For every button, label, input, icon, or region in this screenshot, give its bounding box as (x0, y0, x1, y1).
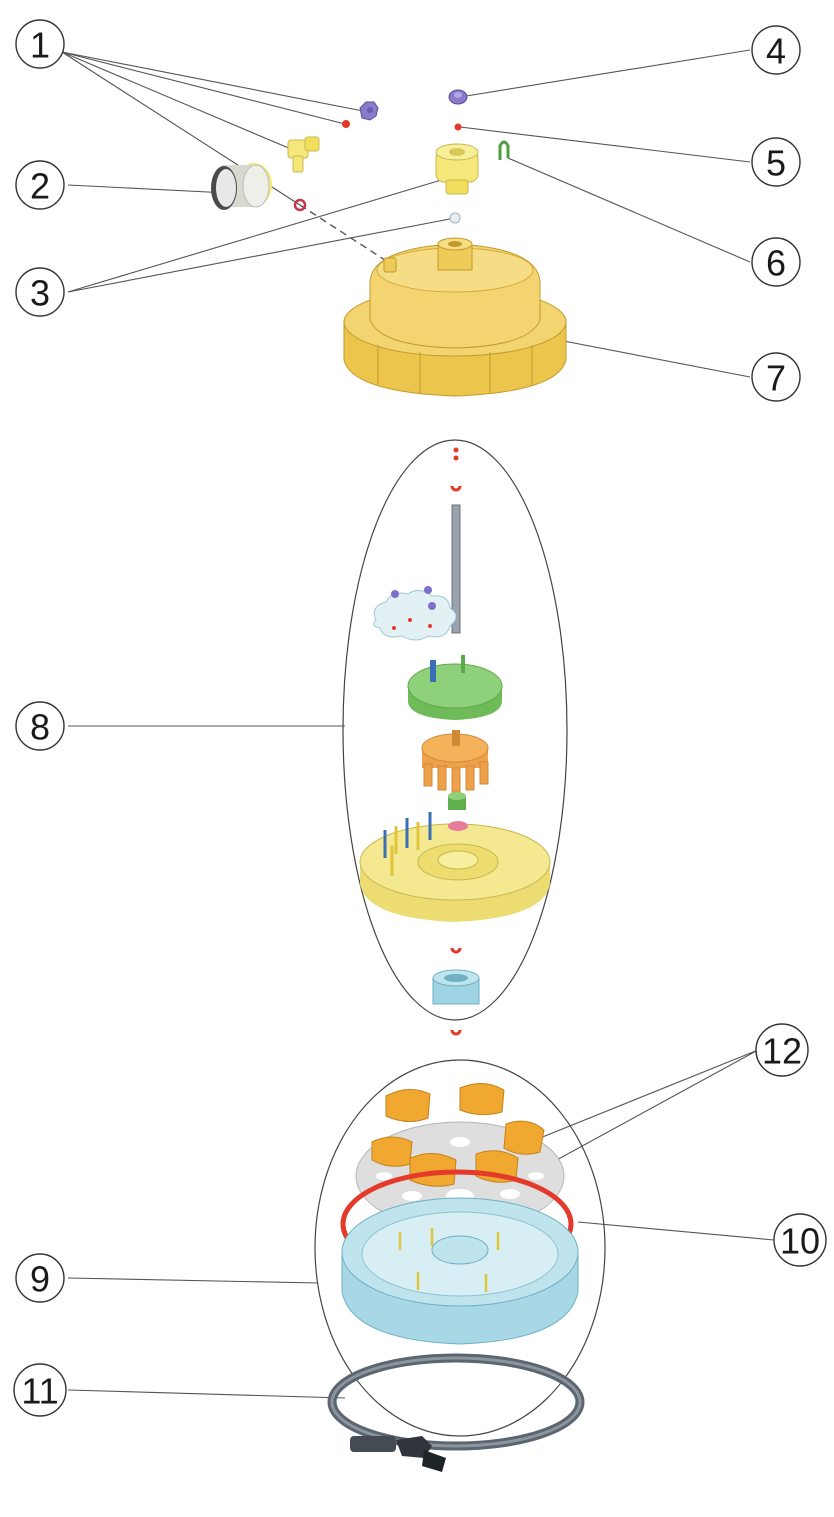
callout-11: 11 (13, 1363, 67, 1417)
leader-4 (459, 49, 751, 98)
g8-green-cylinder (448, 792, 466, 810)
part-7-lid (343, 237, 567, 397)
part-1-washer (293, 198, 307, 212)
callout-9-label: 9 (30, 1259, 50, 1300)
g8-seal-3 (450, 485, 462, 492)
part-5-oring (454, 123, 462, 131)
g8-seal-4 (450, 947, 462, 954)
callout-5: 5 (751, 137, 801, 187)
part-1-oring (342, 120, 350, 128)
g8-distributor (373, 586, 457, 641)
leader-12a (539, 1049, 759, 1139)
callout-7-label: 7 (766, 358, 786, 399)
part-3-valve (435, 143, 479, 195)
g8-seal-1 (453, 447, 459, 453)
leader-11 (67, 1389, 346, 1399)
callout-10-label: 10 (780, 1221, 820, 1262)
g8-green-disc (407, 655, 503, 720)
callout-9: 9 (15, 1253, 65, 1303)
leader-12b (519, 1049, 759, 1181)
leader-9 (67, 1277, 319, 1284)
leader-10 (577, 1221, 775, 1241)
callout-11-label: 11 (21, 1371, 58, 1412)
leader-2 (67, 184, 229, 194)
callout-5-label: 5 (766, 143, 786, 184)
leader-6 (507, 157, 751, 263)
callout-3-label: 3 (30, 273, 50, 314)
part-4-cap (448, 89, 468, 105)
leader-dashed (299, 204, 389, 263)
callout-12: 12 (755, 1023, 809, 1077)
pressure-gauge-icon (211, 163, 272, 210)
callout-6-label: 6 (766, 243, 786, 284)
part-1-knob (359, 101, 379, 121)
callout-12-label: 12 (762, 1031, 802, 1072)
g8-yellow-base (359, 812, 551, 922)
part-1-fitting (287, 136, 320, 173)
leader-1a (61, 51, 369, 113)
callout-6: 6 (751, 237, 801, 287)
callout-2: 2 (15, 160, 65, 210)
clamp-icon (327, 1353, 585, 1472)
g8-seal-2 (453, 455, 459, 461)
callout-4: 4 (751, 25, 801, 75)
part-6-clip (498, 140, 510, 160)
callout-10: 10 (773, 1213, 827, 1267)
leader-3a (67, 177, 449, 293)
callout-8: 8 (15, 701, 65, 751)
leader-1b (61, 51, 346, 125)
leader-1c (61, 51, 299, 153)
callout-8-label: 8 (30, 707, 50, 748)
g8-blue-cup (432, 969, 480, 1005)
g9-blue-base (341, 1197, 579, 1345)
group-8-outline (342, 439, 568, 1021)
callout-2-label: 2 (30, 166, 50, 207)
g8-shaft (451, 504, 461, 634)
leader-3b (67, 217, 456, 293)
leader-lines (61, 49, 775, 1399)
callout-1: 1 (15, 19, 65, 69)
part-3-ring (449, 212, 461, 224)
callout-3: 3 (15, 267, 65, 317)
callout-4-label: 4 (766, 31, 786, 72)
g8-seal-5 (450, 1029, 462, 1036)
leader-7 (547, 337, 751, 378)
g8-orange-rotor (421, 730, 489, 793)
group-9-outline (314, 1059, 606, 1437)
callout-7: 7 (751, 352, 801, 402)
leader-5 (459, 126, 751, 163)
callout-1-label: 1 (30, 25, 50, 66)
